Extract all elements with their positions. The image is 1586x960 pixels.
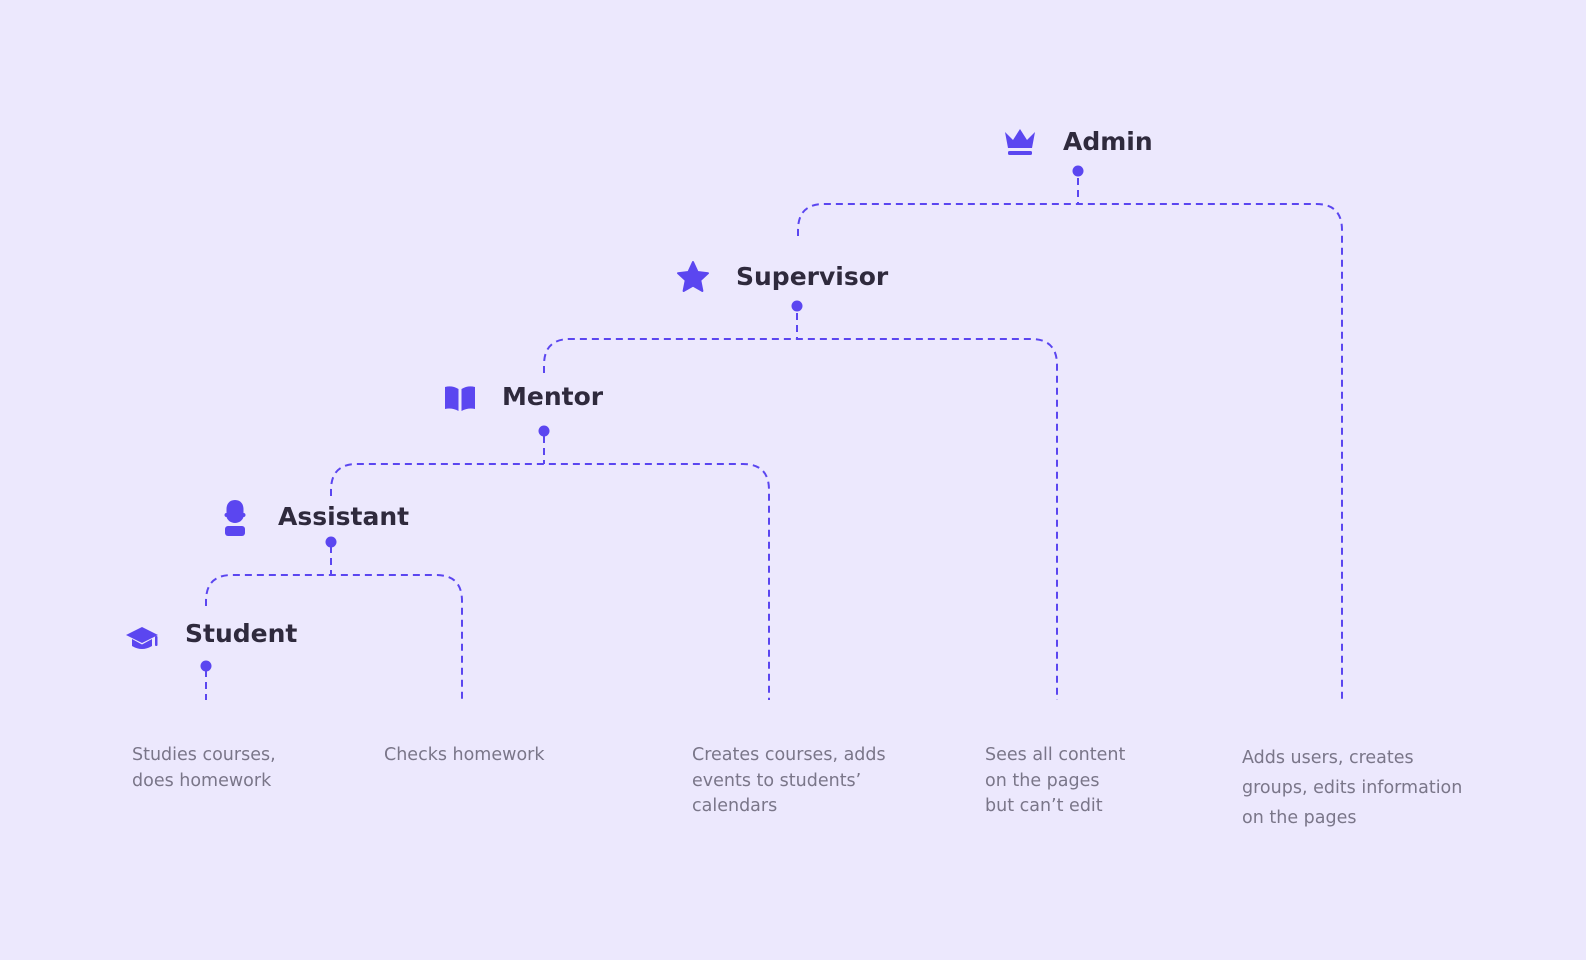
- node-dot-supervisor: [791, 300, 803, 312]
- description-supervisor-line-1: Sees all content: [985, 745, 1126, 765]
- person-icon: [224, 500, 246, 536]
- description-admin-line-2: groups, edits information: [1242, 778, 1463, 798]
- connector-assistant: [205, 546, 463, 700]
- role-label-supervisor: Supervisor: [736, 262, 889, 291]
- description-supervisor: Sees all content on the pages but can’t …: [985, 743, 1125, 820]
- description-mentor-line-2: events to students’: [692, 770, 862, 791]
- description-admin-line-1: Adds users, creates: [1242, 748, 1414, 768]
- role-label-student: Student: [185, 619, 298, 648]
- description-mentor: Creates courses, adds events to students…: [692, 743, 886, 820]
- description-supervisor-line-2: on the pages: [985, 770, 1100, 791]
- connector-admin: [797, 178, 1343, 700]
- node-dot-student: [200, 660, 212, 672]
- node-dot-admin: [1072, 165, 1084, 177]
- description-student-line-1: Studies courses,: [132, 745, 276, 765]
- description-mentor-line-1: Creates courses, adds: [692, 745, 886, 765]
- description-mentor-line-3: calendars: [692, 796, 778, 816]
- role-label-admin: Admin: [1063, 127, 1153, 156]
- role-label-assistant: Assistant: [278, 502, 410, 531]
- connector-mentor: [330, 436, 770, 700]
- description-assistant: Checks homework: [384, 743, 544, 769]
- node-dot-assistant: [325, 536, 337, 548]
- description-student-line-2: does homework: [132, 770, 272, 791]
- description-student: Studies courses, does homework: [132, 743, 276, 794]
- description-supervisor-line-3: but can’t edit: [985, 796, 1103, 816]
- node-dot-mentor: [538, 425, 550, 437]
- crown-icon: [1005, 129, 1035, 155]
- description-admin-line-3: on the pages: [1242, 808, 1357, 828]
- description-assistant-line-1: Checks homework: [384, 745, 545, 765]
- description-admin: Adds users, creates groups, edits inform…: [1242, 743, 1462, 833]
- role-label-mentor: Mentor: [502, 382, 604, 411]
- open-book-icon: [445, 386, 475, 411]
- graduation-cap-icon: [126, 627, 158, 649]
- star-icon: [677, 261, 709, 292]
- connector-supervisor: [543, 313, 1058, 700]
